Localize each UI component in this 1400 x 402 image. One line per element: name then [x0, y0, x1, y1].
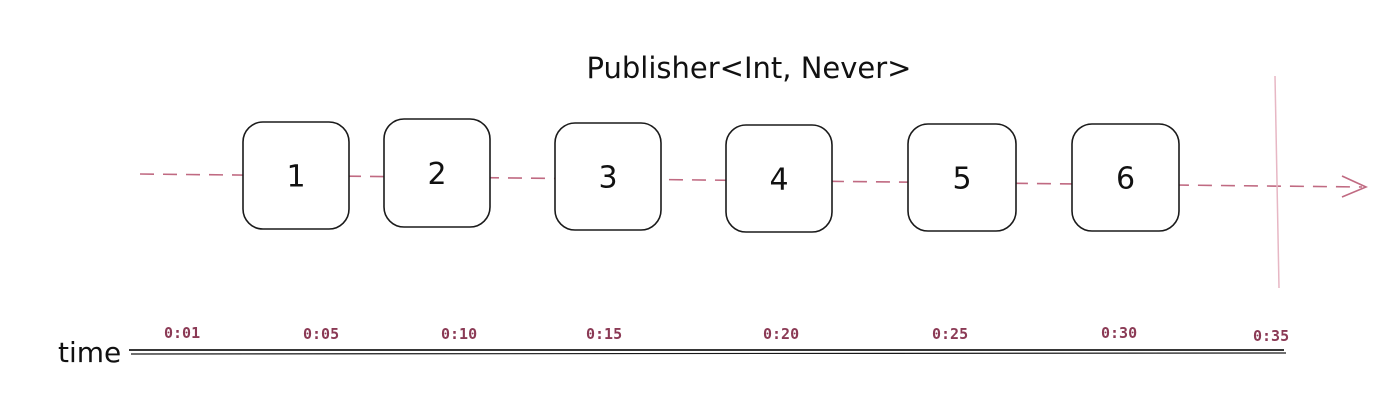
event-box-frame — [725, 124, 833, 233]
time-tick-label: 0:05 — [303, 325, 339, 343]
time-tick-label: 0:30 — [1101, 324, 1137, 342]
event-value: 4 — [769, 163, 788, 198]
event-box-5: 5 — [907, 123, 1017, 232]
event-box-2: 2 — [383, 118, 491, 228]
event-boxes: 1 2 3 4 5 6 — [242, 118, 1180, 233]
event-box-1: 1 — [242, 121, 350, 230]
event-value: 2 — [427, 157, 446, 192]
time-ticks: 0:01 0:05 0:10 0:15 0:20 0:25 0:30 0:35 — [164, 324, 1289, 345]
event-value: 3 — [598, 161, 617, 196]
time-tick-label: 0:01 — [164, 324, 200, 342]
time-tick-label: 0:35 — [1253, 327, 1289, 345]
event-box-frame — [383, 118, 491, 228]
completion-line — [1274, 75, 1280, 289]
time-tick-label: 0:25 — [932, 325, 968, 343]
event-value: 6 — [1116, 162, 1135, 197]
time-tick-label: 0:10 — [441, 325, 477, 343]
stream-arrowhead — [1341, 175, 1368, 198]
diagram-title: Publisher<Int, Never> — [587, 51, 912, 85]
event-value: 5 — [952, 162, 971, 197]
time-axis-line-shadow — [130, 352, 1287, 355]
event-box-3: 3 — [554, 122, 662, 231]
time-axis-label: time — [58, 336, 121, 369]
event-box-frame — [1071, 123, 1180, 232]
event-box-6: 6 — [1071, 123, 1180, 232]
event-value: 1 — [286, 160, 305, 195]
event-box-frame — [242, 121, 350, 230]
event-box-4: 4 — [725, 124, 833, 233]
event-box-frame — [907, 123, 1017, 232]
time-tick-label: 0:15 — [586, 325, 622, 343]
event-box-frame — [554, 122, 662, 231]
time-tick-label: 0:20 — [763, 325, 799, 343]
